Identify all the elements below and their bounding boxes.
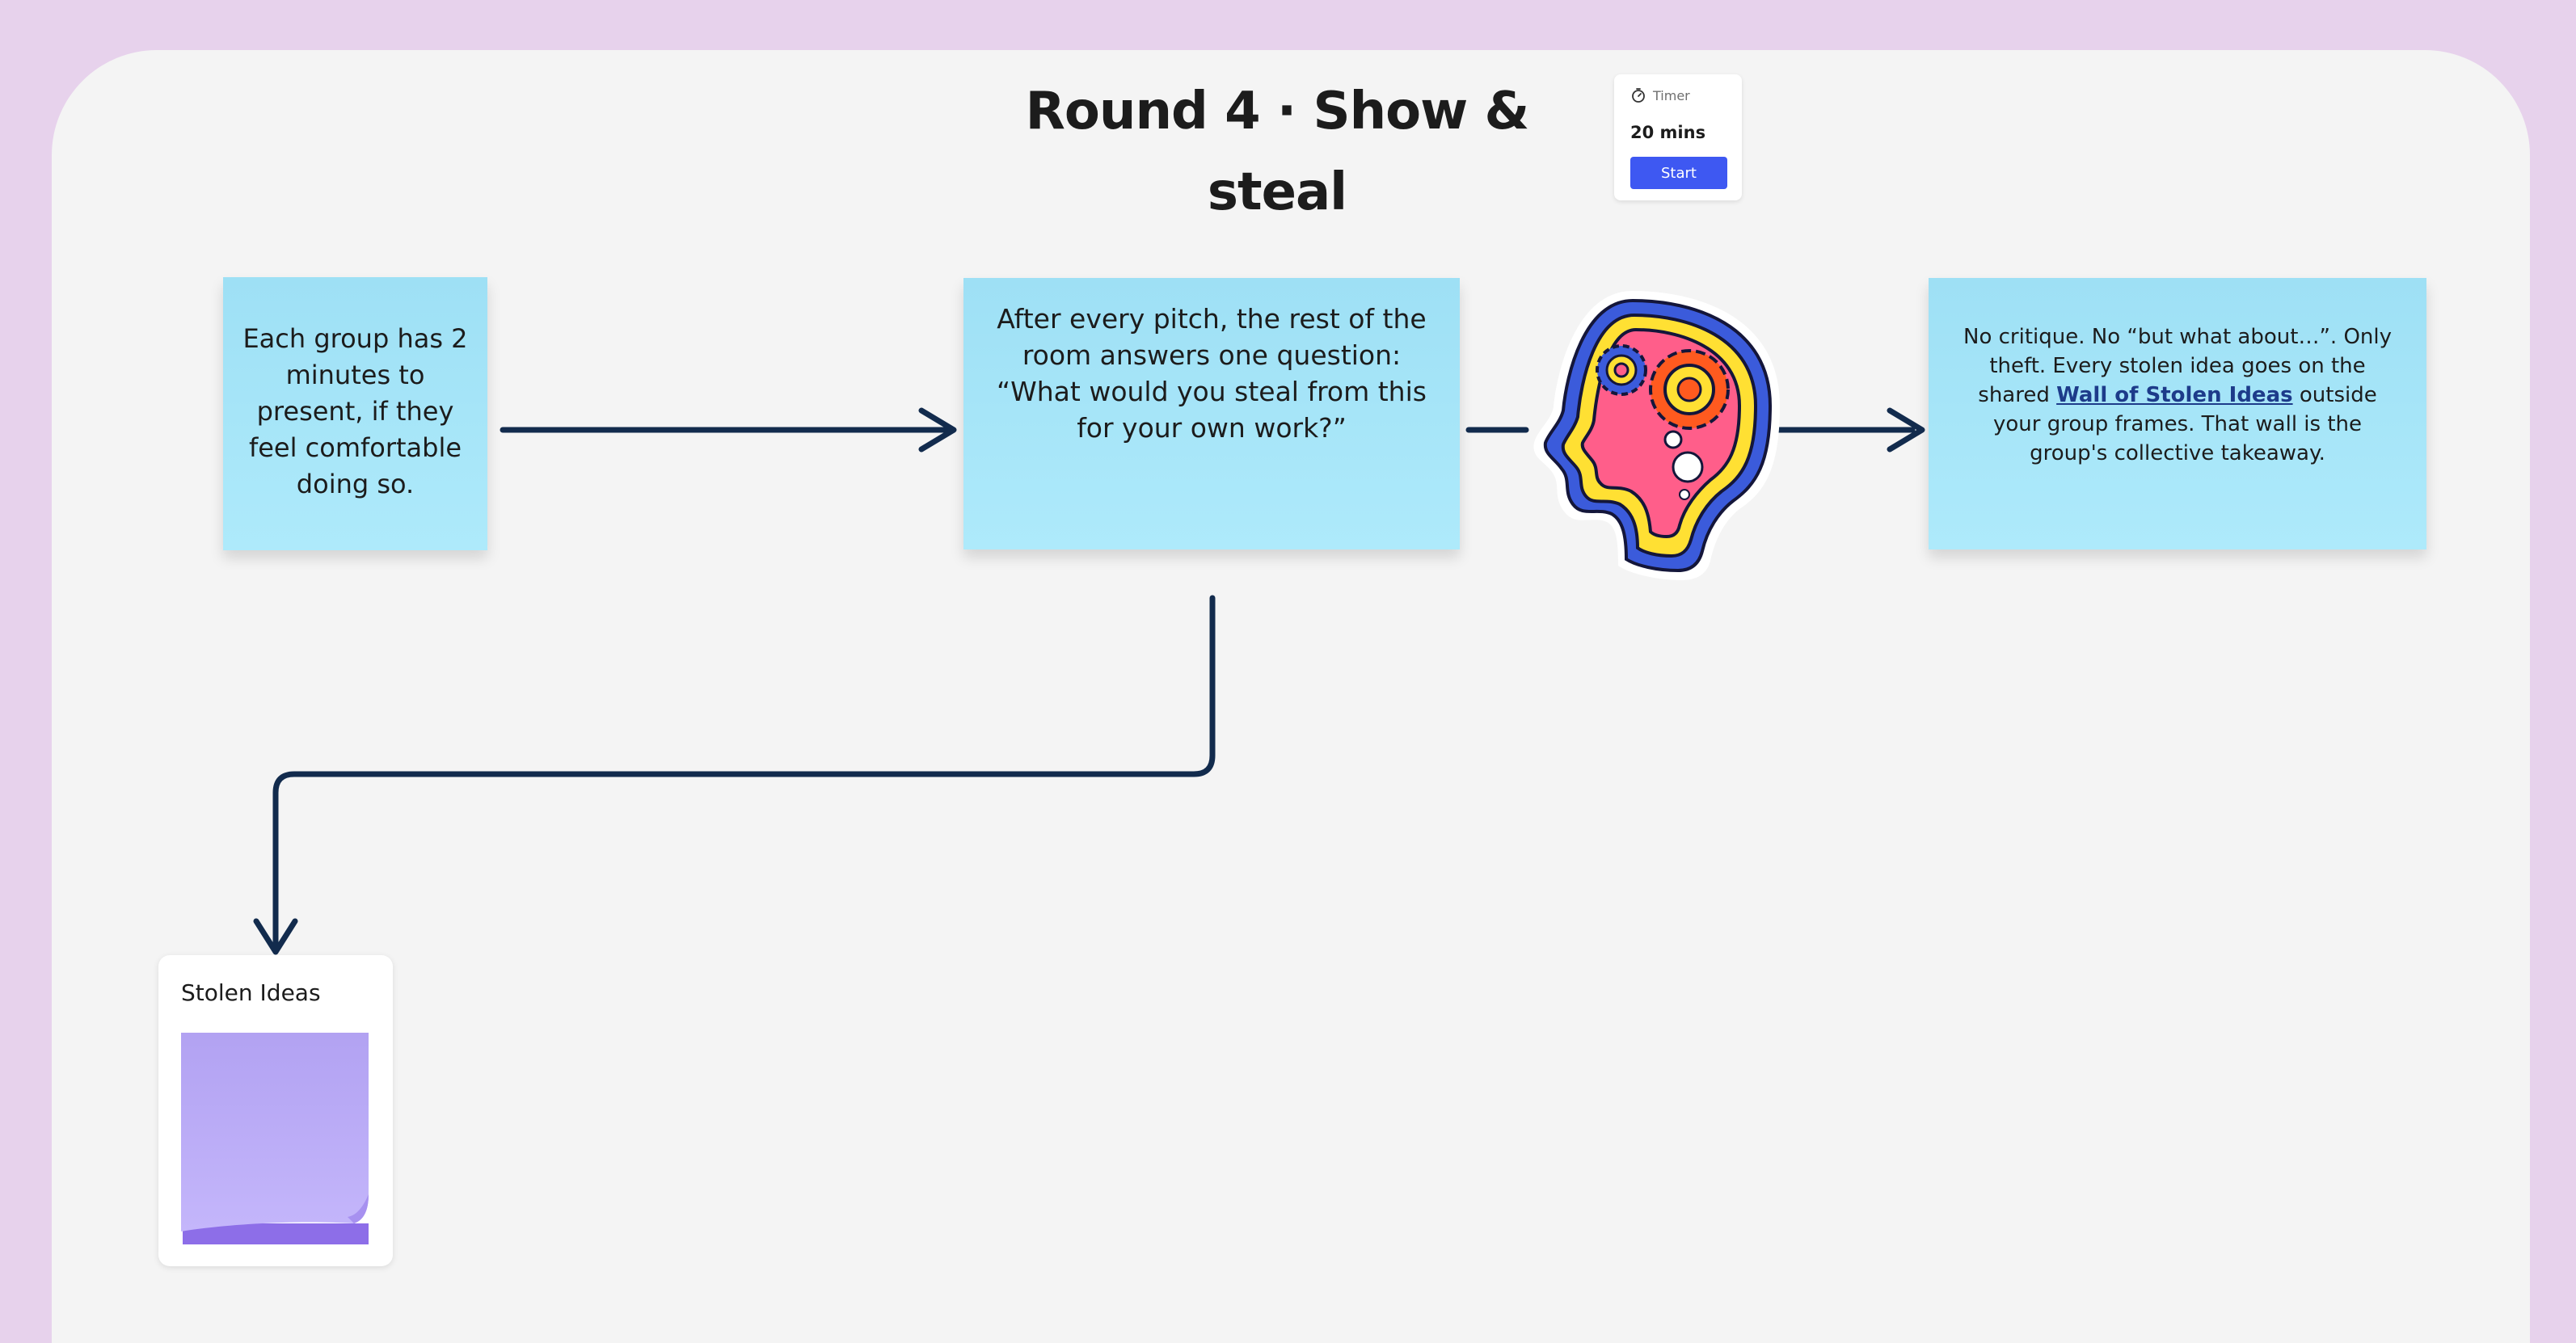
board-frame bbox=[52, 50, 2530, 1343]
sticky-note-text: No critique. No “but what about…”. Only … bbox=[1963, 325, 2392, 407]
connector-arrow-3[interactable] bbox=[253, 595, 1216, 955]
timer-label: Timer bbox=[1653, 87, 1690, 103]
sticky-note-text: After every pitch, the rest of the room … bbox=[997, 303, 1427, 371]
connector-arrow-2[interactable] bbox=[1465, 407, 1925, 453]
timer-value: 20 mins bbox=[1630, 123, 1706, 142]
sticky-note-question[interactable]: After every pitch, the rest of the room … bbox=[963, 278, 1460, 549]
timer-start-button[interactable]: Start bbox=[1630, 157, 1727, 189]
wall-of-stolen-ideas-link[interactable]: Wall of Stolen Ideas bbox=[2056, 383, 2293, 407]
sticky-note-pad-icon[interactable] bbox=[181, 1033, 372, 1246]
sticky-note-present[interactable]: Each group has 2 minutes to present, if … bbox=[223, 277, 487, 550]
connectors-layer bbox=[253, 291, 1925, 955]
card-title: Stolen Ideas bbox=[181, 979, 321, 1006]
stolen-ideas-card[interactable]: Stolen Ideas bbox=[158, 955, 393, 1266]
sticky-note-quote: “What would you steal from this for your… bbox=[997, 376, 1427, 444]
connector-arrow-1[interactable] bbox=[500, 407, 957, 453]
sticky-note-text: Each group has 2 minutes to present, if … bbox=[242, 323, 468, 499]
sticky-note-wall[interactable]: No critique. No “but what about…”. Only … bbox=[1929, 278, 2426, 549]
timer-header: Timer bbox=[1630, 87, 1690, 103]
brain-gears-icon bbox=[1533, 291, 1780, 580]
timer-widget[interactable]: Timer 20 mins Start bbox=[1614, 74, 1742, 200]
stopwatch-icon bbox=[1632, 88, 1645, 103]
sticky-note-text-end: outside your group frames. That wall is … bbox=[1992, 383, 2377, 465]
board-title: Round 4 · Show & steal bbox=[1025, 82, 1530, 222]
